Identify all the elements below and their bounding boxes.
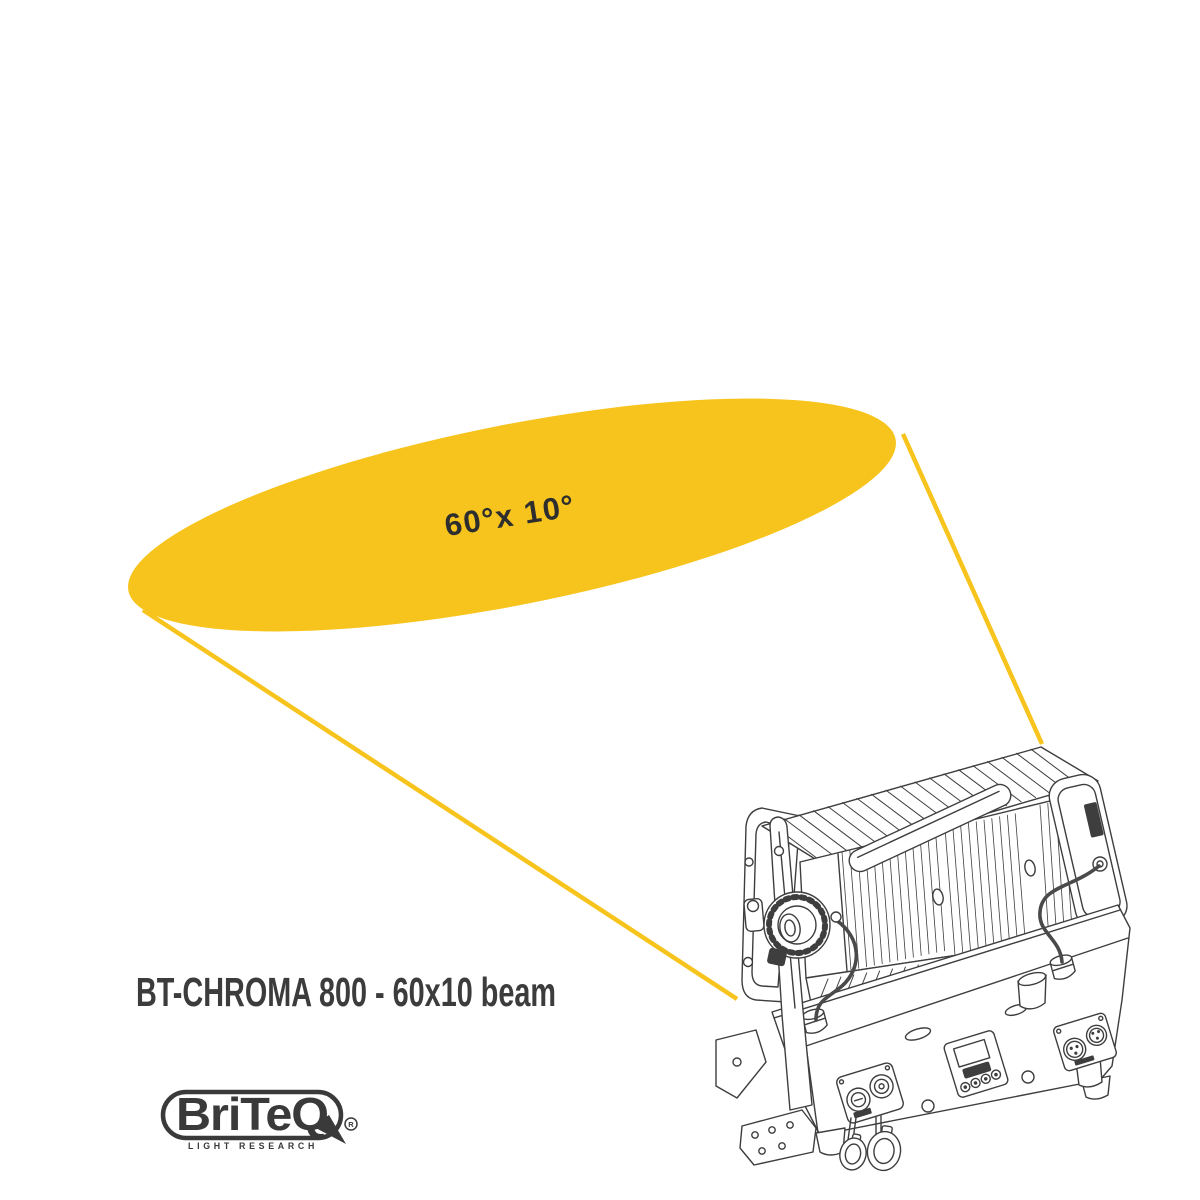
fixture-handle — [848, 783, 1012, 873]
menu-buttons — [960, 1069, 1002, 1093]
beam-edge-left — [141, 608, 739, 1001]
beam-edge-right — [900, 433, 1045, 745]
product-caption: BT-CHROMA 800 - 60x10 beam — [136, 969, 556, 1015]
yoke-bracket — [715, 816, 817, 1166]
cable-gland-right — [1049, 954, 1076, 980]
xlr-connector-panel — [1052, 1012, 1118, 1072]
display-panel — [943, 1030, 1009, 1098]
bezel-clamp — [742, 857, 765, 968]
briteq-logo: BriTeQ R LIGHT RESEARCH — [160, 1088, 358, 1152]
base-cylinder — [1017, 971, 1047, 1010]
logo-bubble-tail — [312, 1115, 346, 1144]
safety-cables — [814, 864, 1101, 1022]
tilt-lock-dial — [763, 891, 831, 967]
cap-large — [866, 1125, 902, 1172]
beam-ellipse — [128, 398, 896, 632]
mounting-flange — [739, 1109, 817, 1166]
lcd-screen — [962, 1061, 992, 1079]
dial-knob — [767, 947, 787, 967]
cap-small — [839, 1133, 867, 1171]
power-connector-panel — [836, 1062, 904, 1124]
registered-mark-letter: R — [348, 1120, 354, 1129]
logo-bubble — [160, 1089, 344, 1141]
logo-tagline-text: LIGHT RESEARCH — [188, 1141, 318, 1152]
bezel-screw — [744, 857, 754, 867]
beam-projection: 60°x 10° — [128, 398, 1045, 1001]
bezel-screw — [742, 956, 754, 968]
registered-mark-icon — [344, 1117, 358, 1131]
face-fins-2 — [944, 813, 1026, 956]
logo-brand-text: BriTeQ — [176, 1088, 328, 1140]
fixture-drawing — [715, 746, 1131, 1172]
connector-caps — [839, 1115, 902, 1172]
